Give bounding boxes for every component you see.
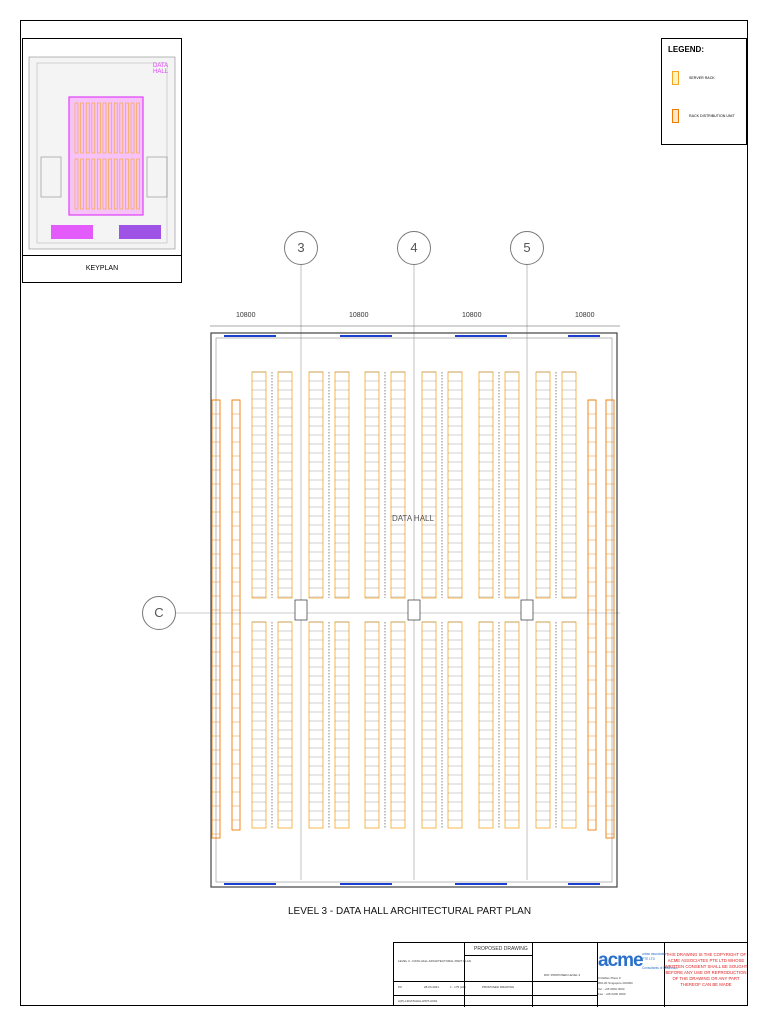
keyplan-rack xyxy=(80,158,84,210)
keyplan-rack xyxy=(113,102,118,154)
company-address-2: #00-00 Singapore 000000 xyxy=(598,981,633,985)
keyplan-rack xyxy=(74,102,79,154)
company-tagline-3: Consultants of Distinction xyxy=(642,966,678,970)
tb-status: PROPOSED DRAWING xyxy=(474,946,528,952)
tb-drawing-desc: LEVEL 3 - DATA HALL ARCHITECTURAL PART P… xyxy=(398,959,471,963)
rdu-swatch-icon xyxy=(672,109,679,123)
copyright-notice: THIS DRAWING IS THE COPYRIGHT OF ACME AS… xyxy=(664,952,748,987)
keyplan-rack xyxy=(97,102,101,154)
company-logo: acme xyxy=(598,950,644,971)
keyplan-rack xyxy=(102,158,107,210)
dimension-2: 10800 xyxy=(349,312,369,319)
dimension-4: 10800 xyxy=(575,312,595,319)
tb-drawing-no: A(P)-L3DATAHALLPRT-A001 xyxy=(398,999,438,1003)
keyplan-rack xyxy=(113,158,118,210)
keyplan-rack xyxy=(91,158,96,210)
grid-bubble-5: 5 xyxy=(510,231,544,265)
keyplan-rack xyxy=(130,102,135,154)
legend-item-label: SERVER RACK xyxy=(689,76,715,80)
keyplan-rack xyxy=(74,158,79,210)
tb-scale: 1 : 175 (A1) xyxy=(450,985,466,989)
keyplan-rack xyxy=(136,158,140,210)
company-tel: Tel : +65 0000 0000 xyxy=(598,987,625,991)
keyplan-rack xyxy=(136,102,140,154)
plan-title: LEVEL 3 - DATA HALL ARCHITECTURAL PART P… xyxy=(288,906,532,917)
keyplan-rack xyxy=(119,158,124,210)
company-tagline-2: PTE LTD xyxy=(642,957,655,961)
keyplan-label: KEYPLAN xyxy=(23,255,181,282)
tb-rev: P0 xyxy=(398,985,402,989)
keyplan-panel: DATA HALL KEYPLAN xyxy=(22,38,182,283)
keyplan-rack xyxy=(119,102,124,154)
keyplan-rack xyxy=(130,158,135,210)
keyplan-rack xyxy=(102,102,107,154)
grid-bubble-c: C xyxy=(142,596,176,630)
tb-status-small: PROPOSED DRAWING xyxy=(482,985,515,989)
keyplan-area-label: DATA HALL xyxy=(153,63,169,75)
legend-item-server-rack: SERVER RACK xyxy=(672,71,715,85)
keyplan-rack xyxy=(108,158,112,210)
server-rack-swatch-icon xyxy=(672,71,679,85)
legend-item-label: RACK DISTRIBUTION UNIT xyxy=(689,114,735,118)
keyplan-rack xyxy=(97,158,101,210)
keyplan-rack xyxy=(80,102,84,154)
keyplan-rack xyxy=(91,102,96,154)
legend-item-rack-distribution-unit: RACK DISTRIBUTION UNIT xyxy=(672,109,735,123)
keyplan-rack xyxy=(85,102,90,154)
legend-title: LEGEND: xyxy=(668,45,704,54)
keyplan-rack xyxy=(125,102,129,154)
keyplan-rack xyxy=(125,158,129,210)
company-tagline-1: urban associates xyxy=(642,952,667,956)
dimension-3: 10800 xyxy=(462,312,482,319)
data-hall-room-label: DATA HALL xyxy=(392,514,434,523)
keyplan-rack xyxy=(85,158,90,210)
legend-panel: LEGEND: SERVER RACK RACK DISTRIBUTION UN… xyxy=(661,38,747,145)
dimension-1: 10800 xyxy=(236,312,256,319)
company-address-1: 9 Raffles Place # xyxy=(598,976,621,980)
keyplan-rack xyxy=(108,102,112,154)
keyplan-drawing xyxy=(28,56,176,250)
company-fax: Fax : +65 0000 0000 xyxy=(598,992,626,996)
title-block: LEVEL 3 - DATA HALL ARCHITECTURAL PART P… xyxy=(393,942,748,1007)
drawing-sheet-border xyxy=(20,20,748,1006)
tb-sheet-ref: DW: PROPOSED LEVEL 3 xyxy=(544,973,581,977)
grid-bubble-4: 4 xyxy=(397,231,431,265)
tb-date: 28.04.2021 xyxy=(424,985,440,989)
grid-bubble-3: 3 xyxy=(284,231,318,265)
